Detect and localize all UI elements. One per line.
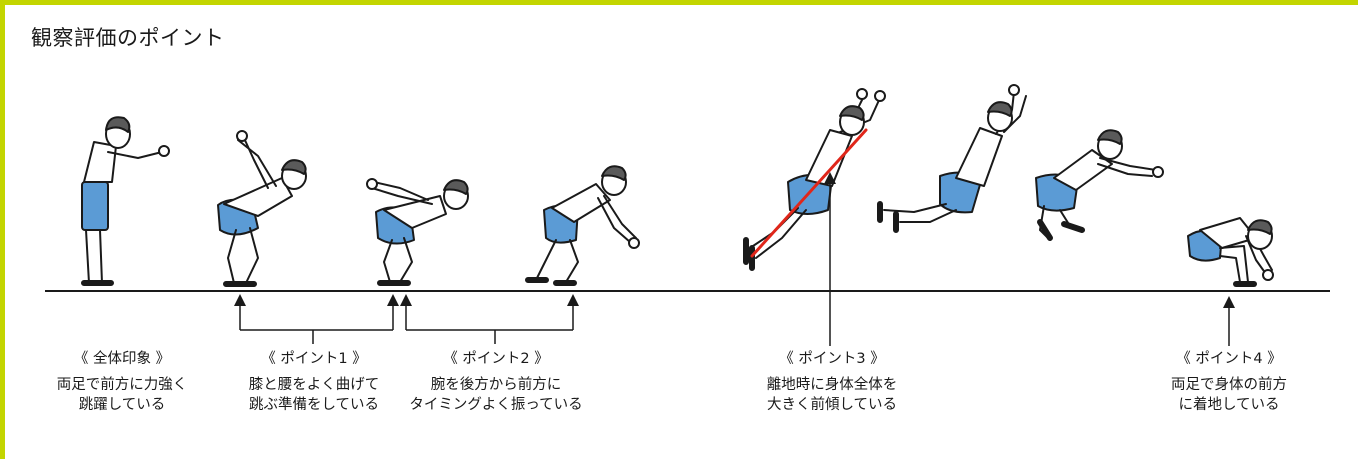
bracket-point1 [239, 304, 394, 344]
caption-line: に着地している [1178, 397, 1280, 413]
figure-landing [1187, 217, 1274, 287]
caption-heading: 《 ポイント3 》 [779, 351, 885, 367]
caption-heading: 《 全体印象 》 [73, 351, 171, 367]
caption-line: 大きく前傾している [766, 397, 898, 413]
caption-line: 離地時に身体全体を [766, 377, 898, 393]
caption-point2: 《 ポイント2 》 腕を後方から前方に タイミングよく振っている [386, 349, 606, 415]
caption-heading: 《 ポイント2 》 [443, 351, 549, 367]
figure-flight-arms-up [877, 84, 1027, 233]
caption-line: 両足で身体の前方 [1171, 377, 1287, 393]
caption-line: 両足で前方に力強く [56, 377, 188, 393]
caption-point3: 《 ポイント3 》 離地時に身体全体を 大きく前傾している [722, 349, 942, 415]
figure-lean-arms-forward [525, 165, 640, 286]
caption-line: タイミングよく振っている [409, 397, 583, 413]
caption-line: 膝と腰をよく曲げて [248, 377, 380, 393]
figure-flight-tuck [1035, 129, 1164, 241]
caption-line: 腕を後方から前方に [430, 377, 562, 393]
page-title: 観察評価のポイント [31, 26, 225, 50]
caption-overall: 《 全体印象 》 両足で前方に力強く 跳躍している [12, 349, 232, 415]
figure-crouch-arms-swing [366, 178, 469, 286]
caption-heading: 《 ポイント1 》 [261, 351, 367, 367]
figure-crouch-arms-back [217, 130, 307, 287]
caption-point4: 《 ポイント4 》 両足で身体の前方 に着地している [1119, 349, 1339, 415]
caption-heading: 《 ポイント4 》 [1176, 351, 1282, 367]
figure-standing [81, 116, 170, 286]
caption-line: 跳ぶ準備をしている [248, 397, 380, 413]
caption-point1: 《 ポイント1 》 膝と腰をよく曲げて 跳ぶ準備をしている [204, 349, 424, 415]
figure-takeoff [743, 88, 886, 271]
caption-line: 跳躍している [78, 397, 166, 413]
bracket-point2 [405, 304, 574, 344]
